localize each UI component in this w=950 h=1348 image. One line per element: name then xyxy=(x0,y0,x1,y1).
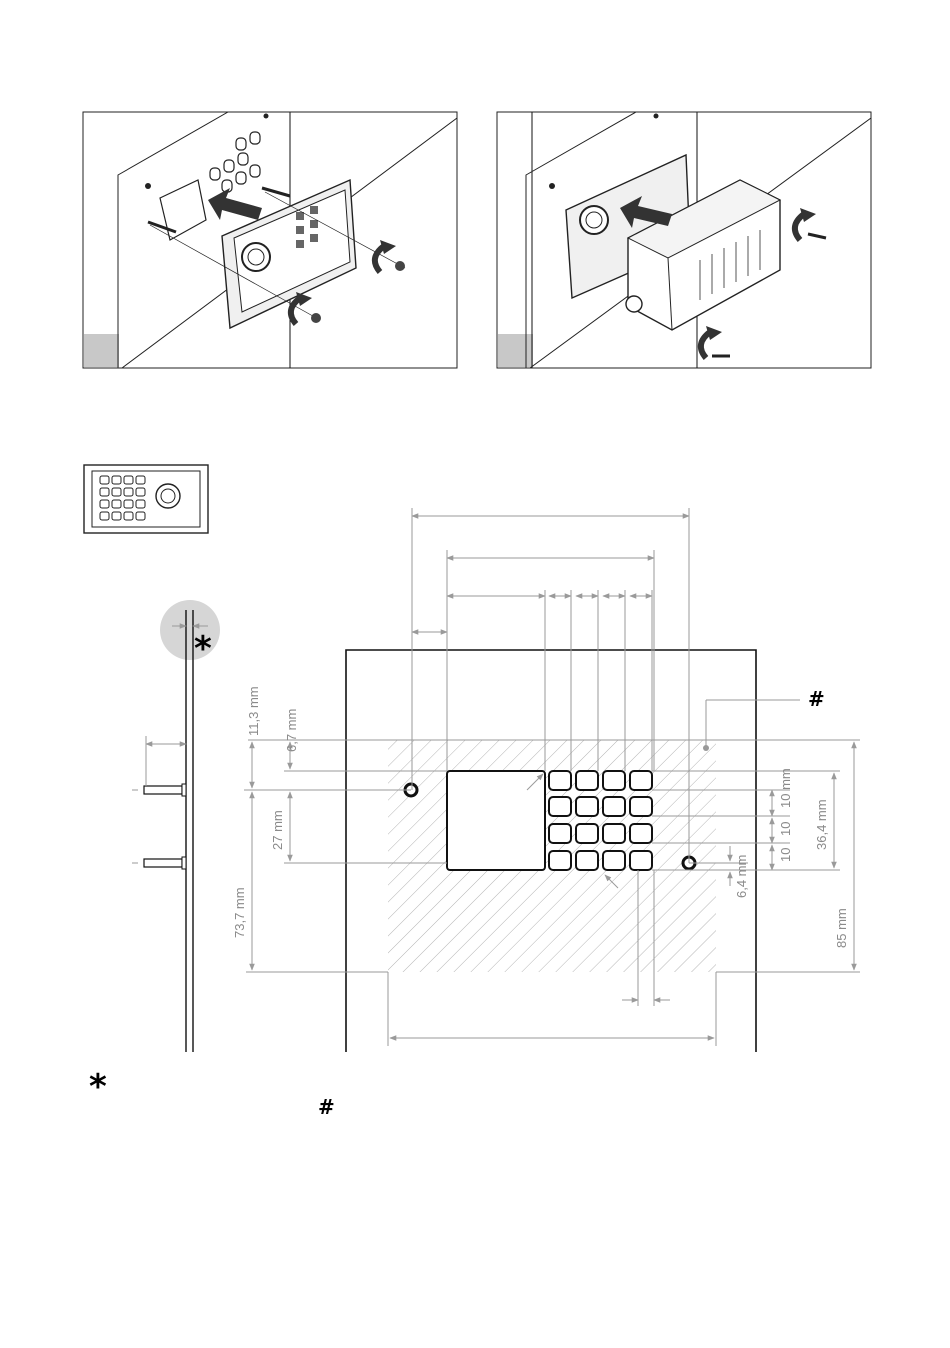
dim-11-3: 11,3 mm xyxy=(246,686,261,736)
dim-10-b: 10 xyxy=(778,848,793,862)
dim-27: 27 mm xyxy=(270,810,285,850)
front-plate-view: # xyxy=(232,508,860,1052)
dim-85: 85 mm xyxy=(834,908,849,948)
dim-6-7: 6,7 mm xyxy=(284,709,299,752)
side-section-view: * xyxy=(132,600,220,1052)
step-2-marker xyxy=(498,334,533,367)
step-2-panel xyxy=(497,112,871,368)
dim-36-4: 36,4 mm xyxy=(814,799,829,850)
dim-73-7: 73,7 mm xyxy=(232,887,247,938)
step-1-panel xyxy=(83,112,457,368)
dim-6-4: 6,4 mm xyxy=(734,855,749,898)
step-1-marker xyxy=(84,334,119,367)
dim-10-mm: 10 mm xyxy=(778,768,793,808)
window-cutout xyxy=(447,771,545,870)
keypad-module-icon xyxy=(84,465,208,533)
asterisk-symbol-detail: * xyxy=(194,629,212,669)
dim-10-a: 10 xyxy=(778,822,793,836)
footnote-asterisk: * xyxy=(89,1067,107,1107)
footnote-hash: # xyxy=(318,1095,335,1119)
hash-symbol-label: # xyxy=(808,687,825,711)
